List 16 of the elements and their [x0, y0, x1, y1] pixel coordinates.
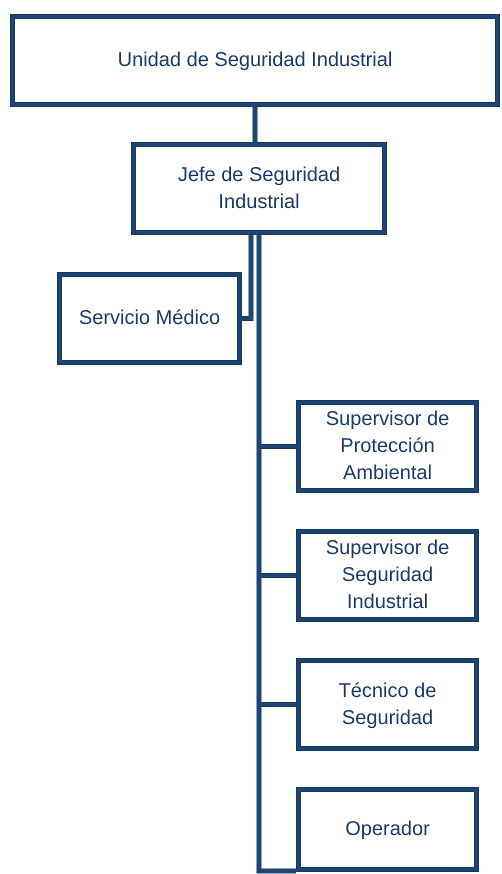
role-title: Supervisor de Seguridad Industrial: [324, 536, 450, 615]
org-box: [296, 529, 479, 622]
role-title: Jefe de Seguridad Industrial: [176, 162, 342, 214]
role-title: Operador: [345, 817, 430, 842]
org-box: [131, 142, 387, 235]
org-box: [296, 658, 479, 751]
org-box: [57, 272, 242, 365]
role-title: Supervisor de Protección Ambiental: [324, 407, 450, 486]
connector-line: [242, 235, 254, 321]
role-title: Servicio Médico: [78, 306, 220, 331]
role-title: Unidad de Seguridad Industrial: [118, 48, 392, 73]
org-box: [296, 787, 479, 872]
org-box: [10, 14, 500, 107]
role-title: Técnico de Seguridad: [338, 678, 438, 730]
connector-line: [252, 107, 258, 142]
org-box: [296, 400, 479, 493]
